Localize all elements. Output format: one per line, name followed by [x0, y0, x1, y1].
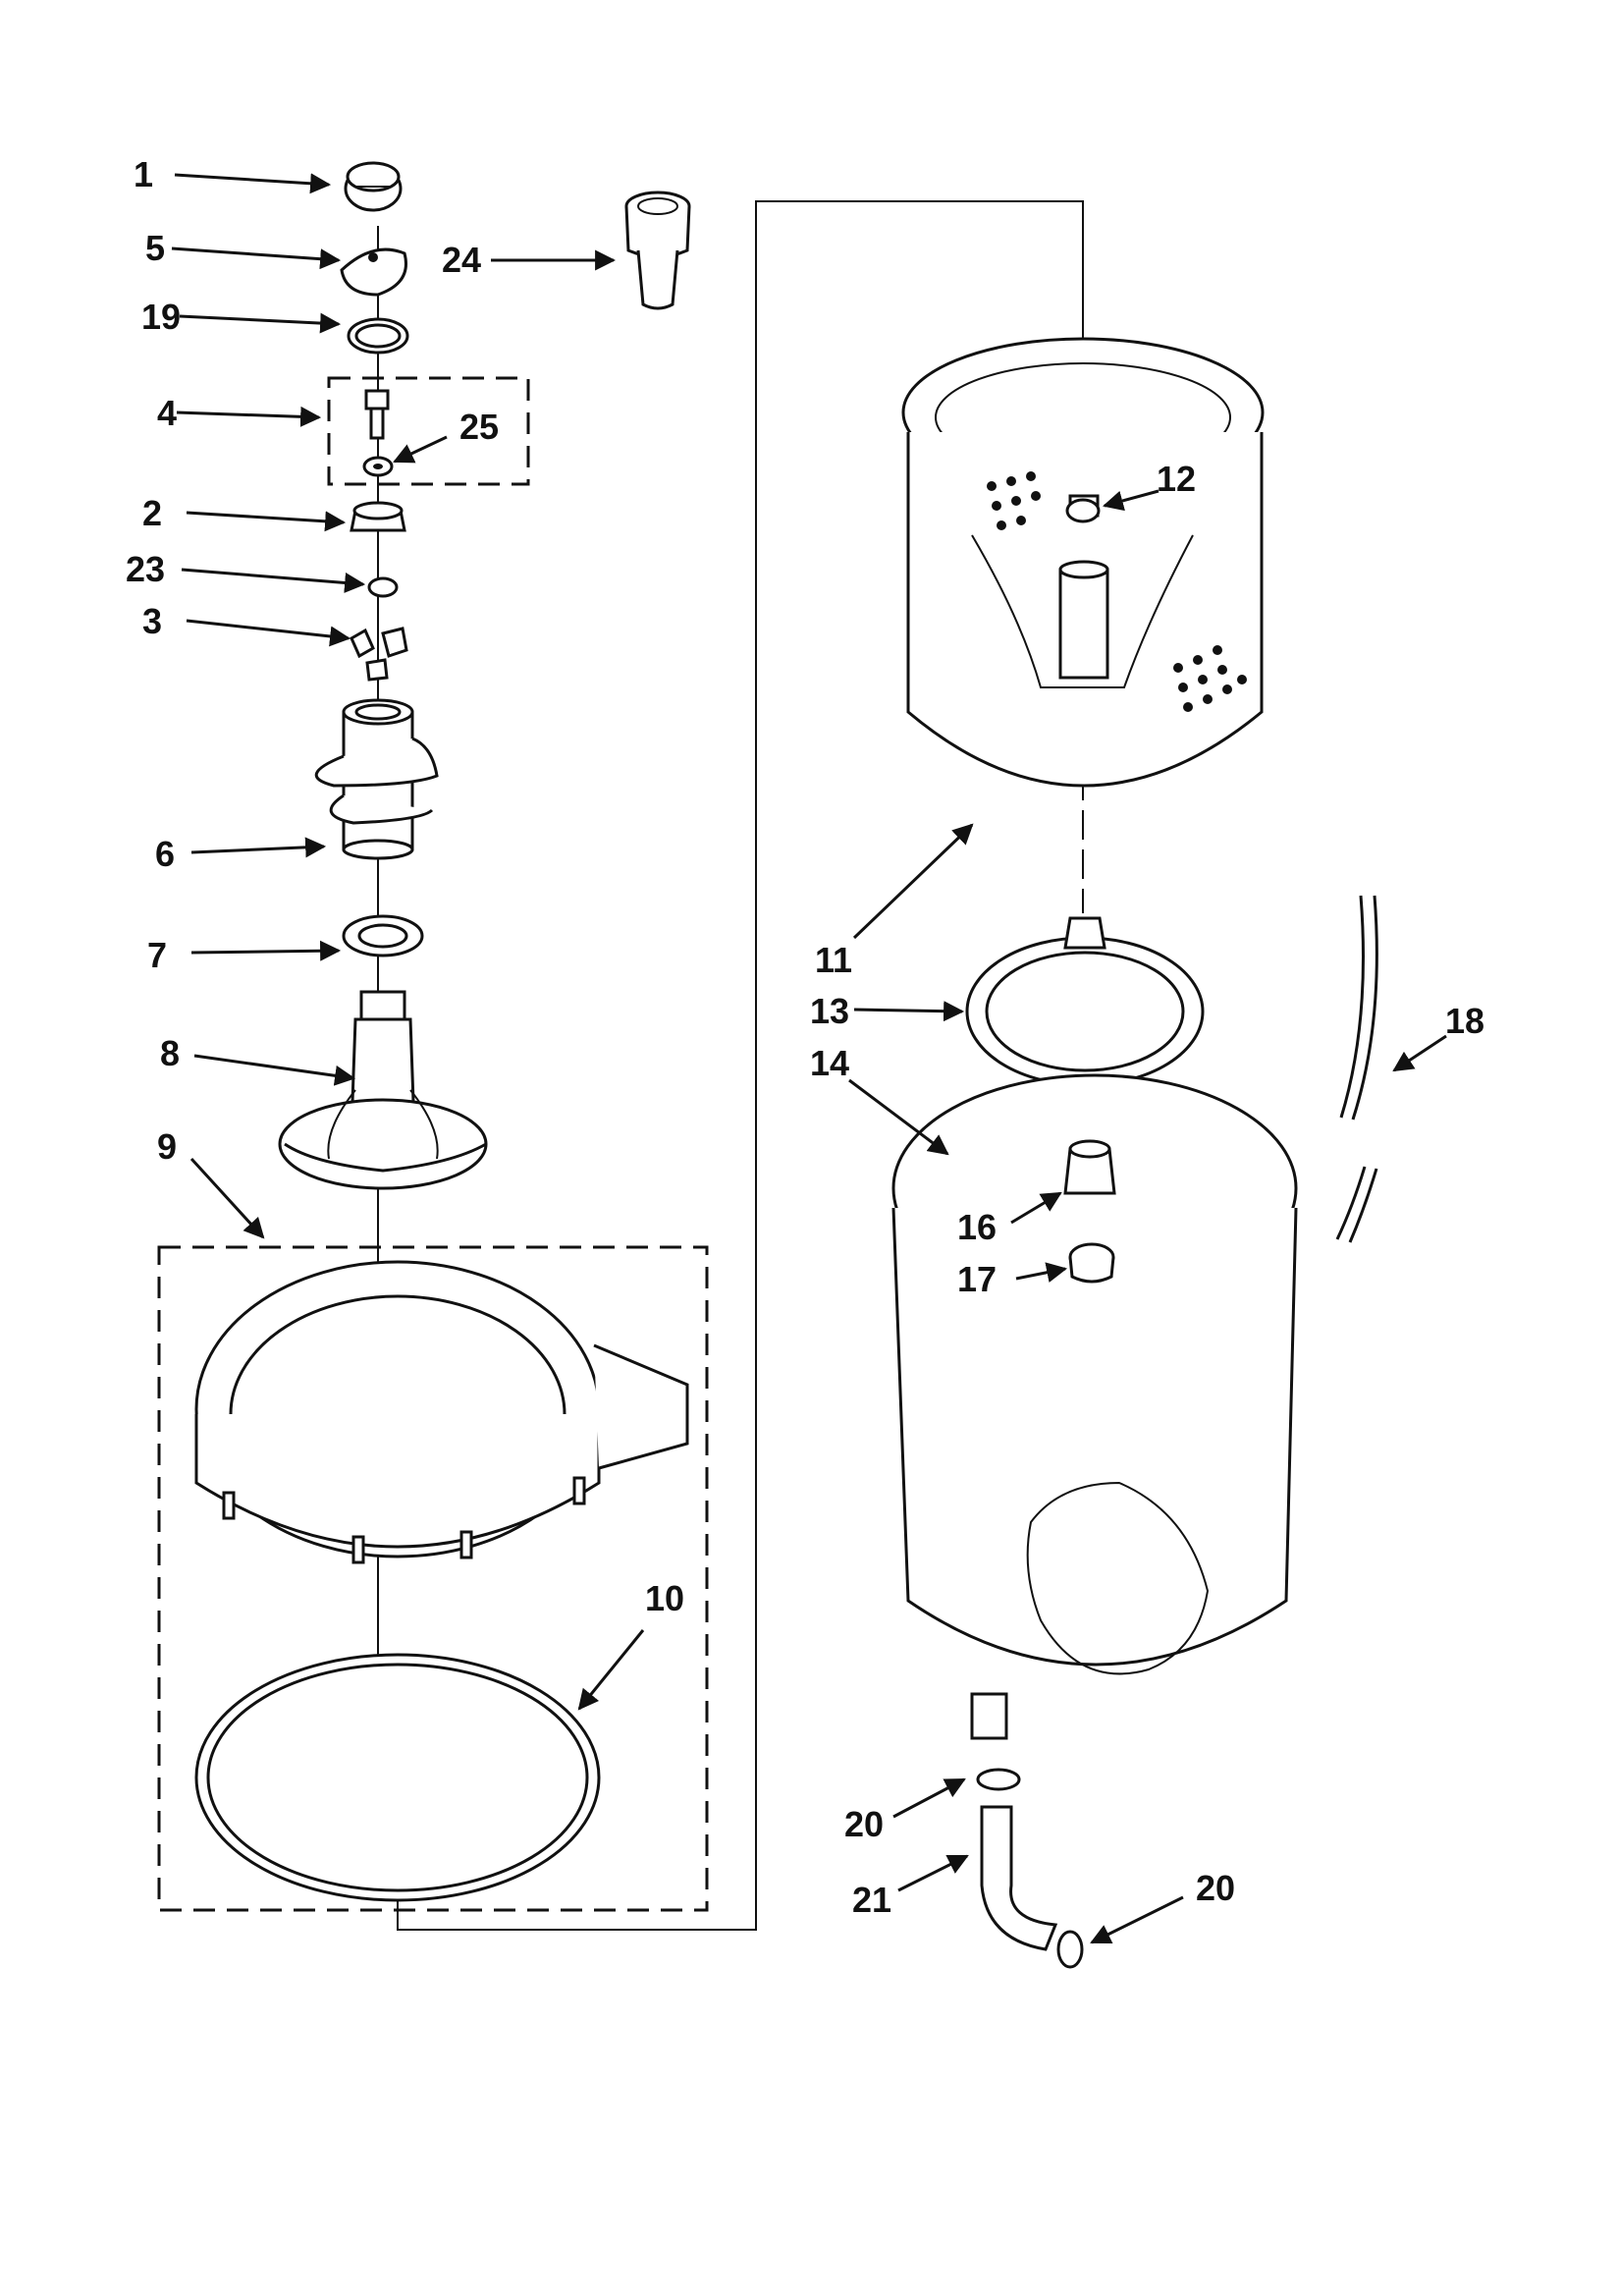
part-7-seal-ring	[342, 914, 424, 957]
part-8-agitator-base	[278, 990, 488, 1190]
part-16-coupling	[1063, 1139, 1116, 1195]
part-4-bolt	[364, 389, 390, 440]
part-17-seal	[1068, 1242, 1115, 1284]
callout-21: 21	[852, 1880, 891, 1920]
part-1-agitator-cap	[344, 161, 403, 212]
callout-1: 1	[134, 154, 153, 194]
part-2-coupling	[350, 501, 406, 532]
callout-18: 18	[1445, 1001, 1484, 1041]
callout-24: 24	[442, 240, 481, 280]
part-9-tub-ring	[194, 1260, 689, 1564]
callout-2: 2	[142, 493, 162, 533]
part-18-hose	[1335, 895, 1378, 1243]
callout-16: 16	[957, 1207, 997, 1247]
callout-11: 11	[815, 940, 852, 980]
callout-6: 6	[155, 834, 175, 874]
part-5-fabric-softener-dispenser	[340, 247, 407, 297]
callout-20-upper: 20	[844, 1804, 884, 1844]
part-19-o-ring	[347, 317, 409, 355]
callout-19: 19	[141, 297, 181, 337]
callout-14: 14	[810, 1043, 849, 1083]
part-24-softener-cup	[624, 191, 691, 310]
part-13-drive-block-ring	[965, 916, 1205, 1087]
group-box-9	[157, 1245, 709, 1912]
callout-10: 10	[645, 1578, 684, 1618]
callout-labels: 1 5 19 4 25 2 23 3 6 7 8 9 10 24 11 12 1…	[126, 154, 1484, 1920]
callout-20-lower: 20	[1196, 1868, 1235, 1908]
callout-12: 12	[1157, 459, 1196, 499]
part-6-agitator-auger	[314, 698, 439, 860]
callout-arrows	[171, 173, 1447, 1944]
part-10-tub-seal-ring	[194, 1653, 601, 1902]
part-25-washer	[362, 456, 394, 477]
callout-9: 9	[157, 1126, 177, 1167]
callout-3: 3	[142, 601, 162, 641]
callout-7: 7	[147, 935, 167, 975]
callout-25: 25	[459, 407, 499, 447]
part-3-cam-pieces	[350, 627, 408, 682]
part-23-ring	[367, 576, 399, 598]
part-12-nut	[1065, 498, 1101, 523]
group-box-4	[327, 376, 530, 486]
part-11-basket-perforations	[987, 471, 1247, 712]
part-11-spin-basket	[901, 337, 1265, 788]
callout-5: 5	[145, 228, 165, 268]
callout-23: 23	[126, 549, 165, 589]
part-21-drain-hose	[980, 1805, 1058, 1951]
callout-4: 4	[157, 393, 177, 433]
part-20-upper-clamp	[976, 1768, 1021, 1791]
callout-8: 8	[160, 1033, 180, 1073]
callout-13: 13	[810, 991, 849, 1031]
part-20-lower-clamp	[1056, 1930, 1084, 1969]
callout-17: 17	[957, 1259, 997, 1299]
